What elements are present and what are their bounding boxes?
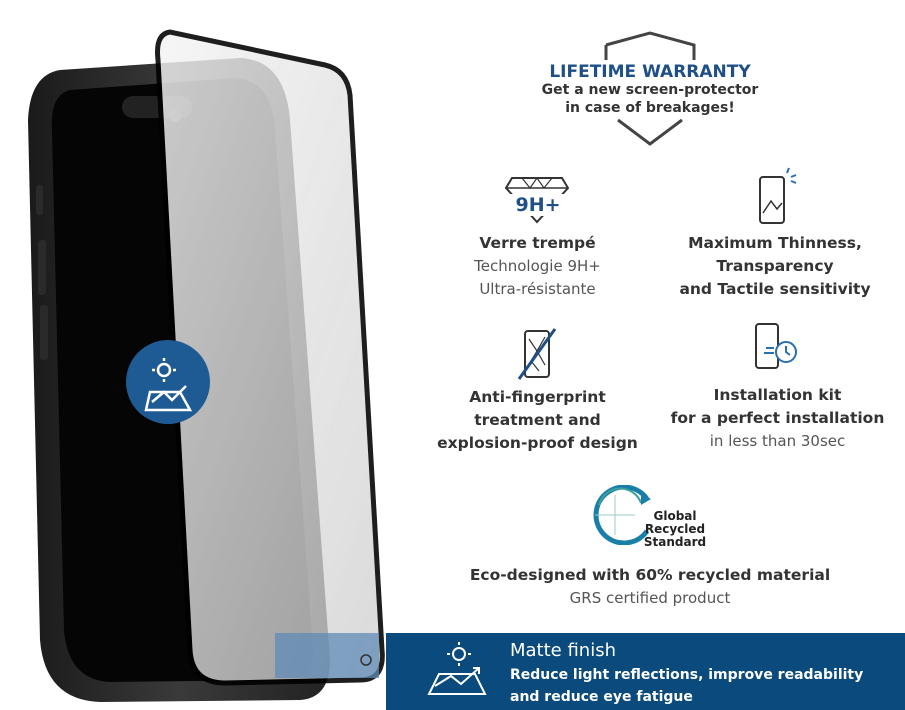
phone-illustration [28, 29, 385, 702]
warranty-subtitle: Get a new screen-protector in case of br… [500, 81, 800, 117]
grs-section: Eco-designed with 60% recycled material … [440, 564, 860, 610]
shield-icon [604, 31, 696, 146]
feature-title: Verre trempé [479, 234, 596, 252]
matte-badge-icon [144, 358, 193, 412]
feature-title: Transparency [716, 257, 834, 275]
banner-line: and reduce eye fatigue [510, 689, 693, 705]
feature-title: for a perfect installation [670, 409, 885, 427]
side-button [36, 185, 43, 215]
feature-title: Installation kit [713, 386, 842, 404]
banner-description: Reduce light reflections, improve readab… [510, 664, 900, 708]
feature-title: Maximum Thinness, [688, 234, 862, 252]
feature-anti-fingerprint: Anti-fingerprint treatment and explosion… [420, 386, 655, 455]
feature-title: treatment and [474, 411, 601, 429]
banner-title: Matte finish [510, 640, 617, 661]
grs-logo-line: Standard [643, 535, 707, 549]
matte-finish-icon [427, 642, 487, 695]
grs-logo-icon [593, 485, 651, 545]
banner-line: Reduce light reflections, improve readab… [510, 667, 864, 683]
feature-thinness: Maximum Thinness, Transparency and Tacti… [660, 232, 890, 301]
feature-title: explosion-proof design [437, 434, 638, 452]
grs-title: Eco-designed with 60% recycled material [469, 566, 831, 584]
phone-timer-icon [755, 323, 797, 369]
feature-title: and Tactile sensitivity [679, 280, 871, 298]
grs-logo-line: Global Recycled [644, 509, 706, 536]
feature-title: Anti-fingerprint [469, 388, 606, 406]
warranty-title: LIFETIME WARRANTY [549, 62, 751, 82]
grs-logo-text: Global Recycled Standard [625, 510, 725, 549]
grs-subtitle: GRS certified product [569, 589, 731, 607]
matte-finish-banner [386, 633, 905, 710]
protector-matte-strip [275, 633, 379, 678]
protector-logo-mark [360, 654, 372, 666]
warranty-line: Get a new screen-protector [541, 82, 759, 98]
side-button [40, 305, 48, 360]
feature-line: Ultra-résistante [479, 280, 596, 298]
side-button [38, 240, 46, 295]
feature-line: Technologie 9H+ [474, 257, 601, 275]
matte-badge [126, 340, 210, 424]
feature-line: in less than 30sec [709, 432, 846, 450]
feature-installation: Installation kit for a perfect installat… [660, 384, 895, 453]
warranty-line: in case of breakages! [565, 100, 735, 116]
screen-protector [155, 29, 385, 686]
phone-sparkle-icon [759, 167, 797, 224]
hardness-badge: 9H+ [508, 194, 568, 216]
cracked-phone-icon [517, 328, 557, 380]
feature-tempered-glass: Verre trempé Technologie 9H+ Ultra-résis… [430, 232, 645, 301]
